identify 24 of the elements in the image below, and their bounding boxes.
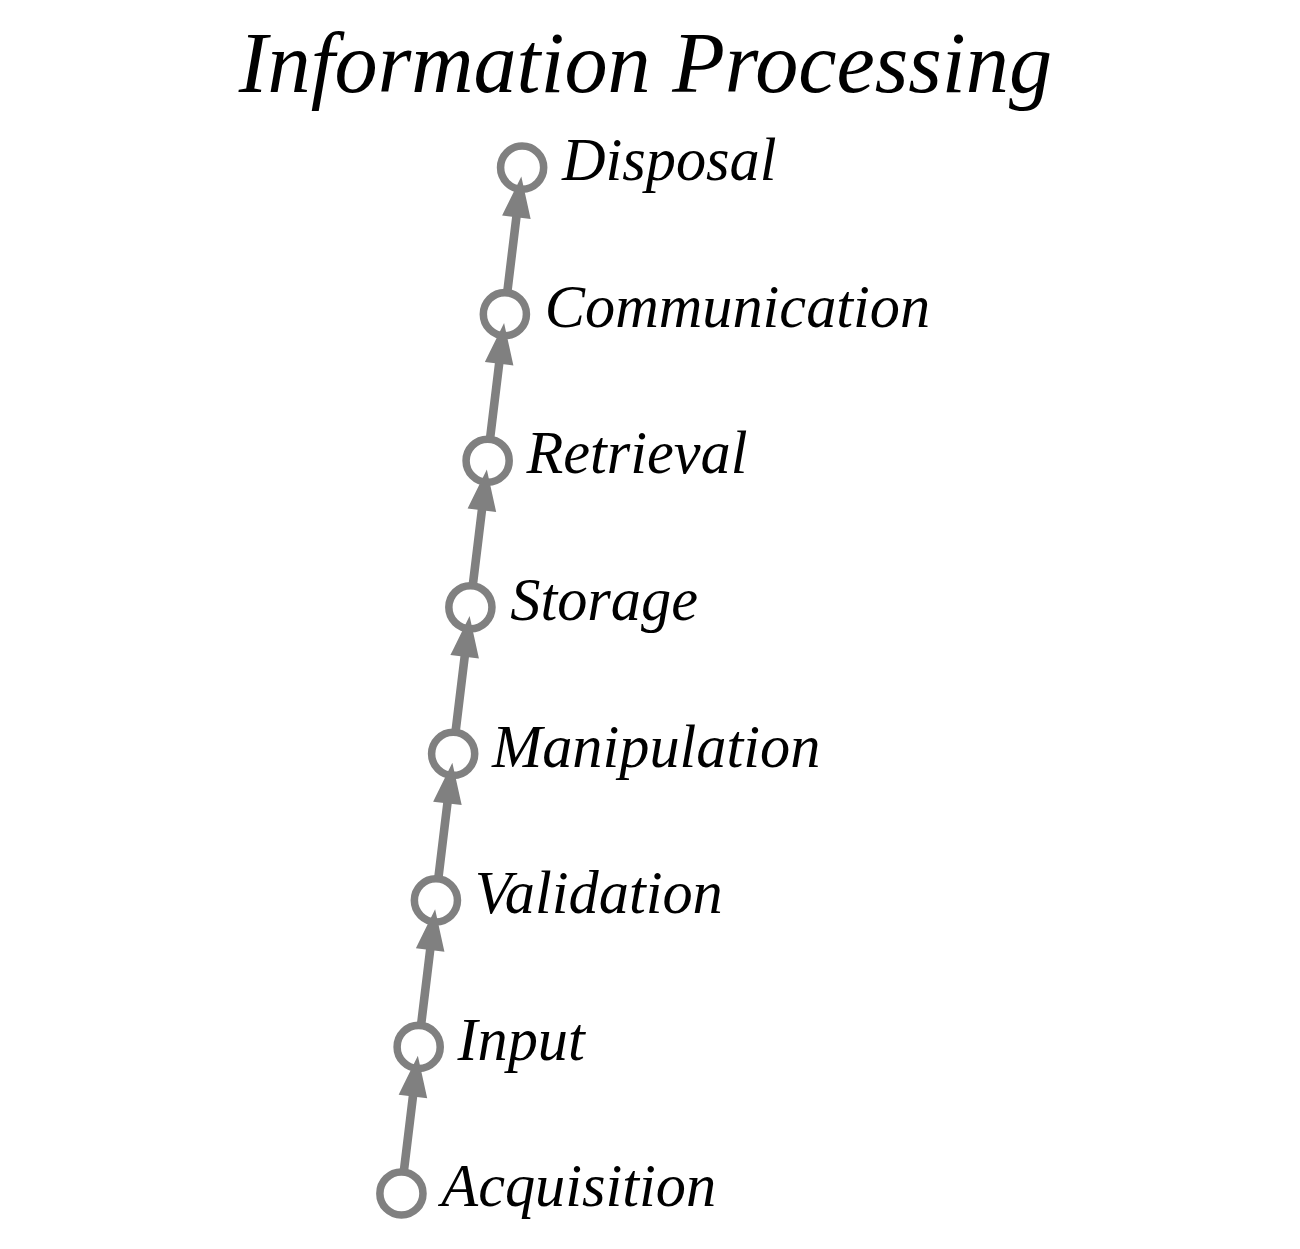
node-label: Acquisition — [440, 1152, 716, 1220]
node-circle — [479, 288, 530, 340]
node-circle — [375, 1168, 427, 1219]
diagram-title: Information Processing — [238, 15, 1052, 112]
node-label: Retrieval — [525, 419, 748, 487]
arrow — [398, 1055, 427, 1173]
node-circle — [392, 1021, 444, 1073]
node-label: Validation — [474, 859, 723, 927]
arrow — [484, 322, 513, 440]
arrow — [449, 616, 479, 733]
node-circle — [496, 142, 547, 193]
arrow — [467, 469, 496, 586]
node-circle — [410, 875, 461, 926]
node-label: Storage — [509, 565, 698, 633]
arrow — [432, 762, 462, 879]
node-circle — [461, 435, 513, 487]
node-label: Communication — [544, 272, 930, 340]
arrow — [501, 176, 531, 293]
arrow — [415, 909, 444, 1026]
node-label: Disposal — [561, 126, 777, 194]
node-label: Manipulation — [491, 712, 820, 780]
node-circle — [444, 581, 496, 633]
node-circle — [427, 728, 478, 780]
node-label: Input — [456, 1005, 585, 1073]
